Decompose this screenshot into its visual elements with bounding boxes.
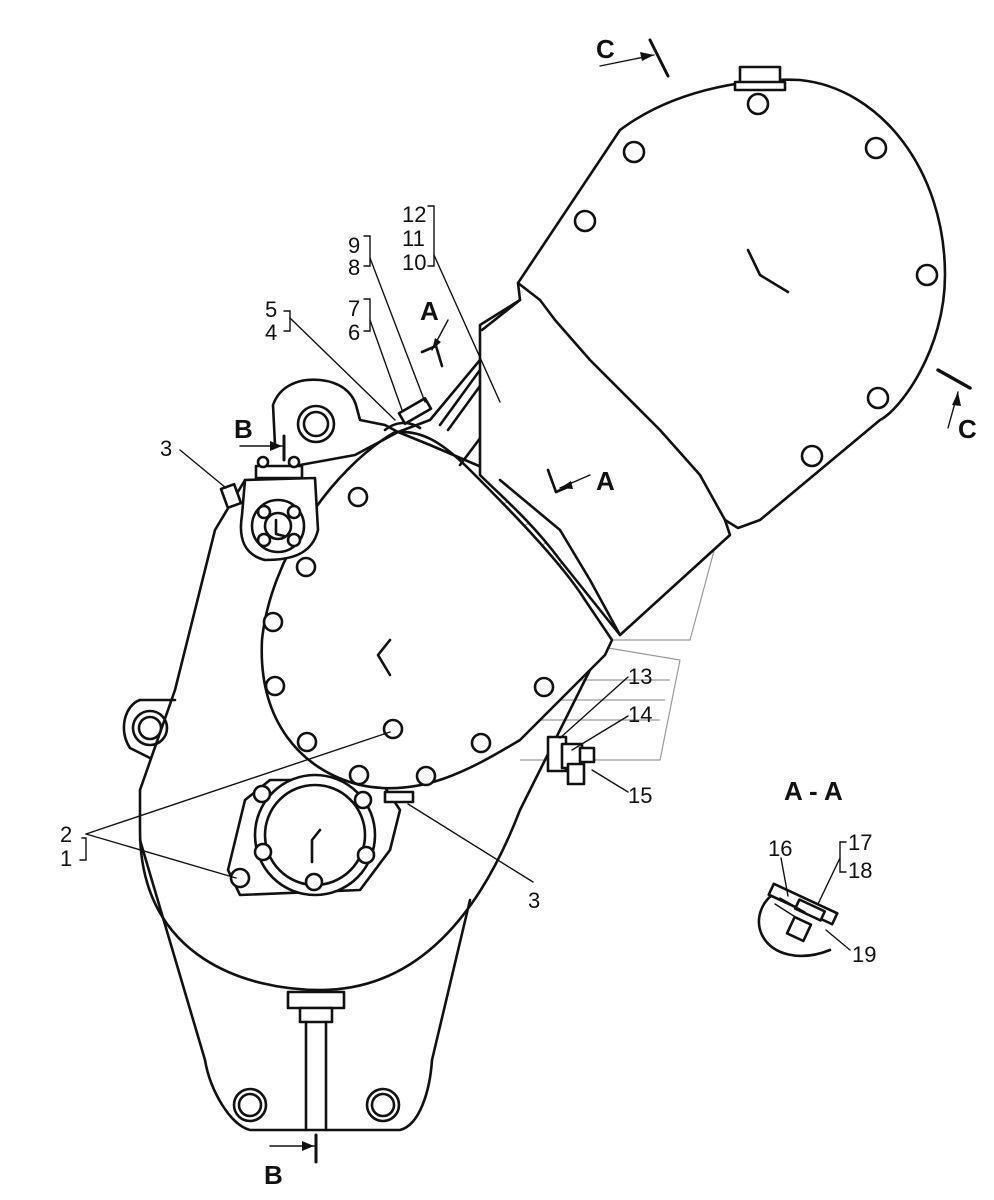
callout-1: 1	[60, 846, 72, 871]
section-c-top: C	[596, 34, 670, 78]
section-c-right: C	[936, 368, 977, 444]
detail-title: A - A	[784, 776, 843, 806]
callout-19: 19	[852, 942, 876, 967]
section-label-b-top: B	[234, 414, 253, 444]
callout-7: 7	[348, 296, 360, 321]
section-label-c-top: C	[596, 34, 615, 64]
callout-10: 10	[402, 250, 426, 275]
callout-13: 13	[628, 664, 652, 689]
middle-round-cover	[260, 430, 614, 804]
section-label-a-right: A	[596, 466, 615, 496]
callout-9: 9	[348, 233, 360, 258]
section-label-a-top: A	[420, 296, 439, 326]
callout-6: 6	[348, 320, 360, 345]
detail-a-a: A - A	[757, 776, 843, 958]
section-a-right: A	[546, 466, 615, 496]
lower-housing	[122, 478, 602, 1132]
callout-12: 12	[402, 202, 426, 227]
callout-3a: 3	[160, 436, 172, 461]
side-fitting	[546, 735, 596, 786]
callout-17: 17	[848, 830, 872, 855]
callout-18: 18	[848, 858, 872, 883]
section-label-c-right: C	[958, 414, 977, 444]
callout-3b: 3	[528, 888, 540, 913]
callout-5: 5	[265, 297, 277, 322]
section-a-top: A	[420, 296, 449, 368]
callout-14: 14	[628, 702, 652, 727]
section-b-bottom: B	[264, 1133, 318, 1190]
callout-numbers: 2 1 3 3 5 4 7 6 9 8 12 11 10 13 14 15 16…	[60, 202, 876, 967]
callout-15: 15	[628, 783, 652, 808]
upper-cover	[478, 65, 947, 637]
lower-flange	[226, 773, 402, 897]
callout-8: 8	[348, 255, 360, 280]
leader-lines	[79, 205, 851, 951]
callout-4: 4	[265, 320, 277, 345]
callout-11: 11	[402, 226, 425, 251]
section-b-top: B	[234, 414, 286, 462]
section-label-b-bottom: B	[264, 1160, 283, 1190]
callout-2: 2	[60, 822, 72, 847]
upper-left-bracket	[219, 378, 400, 562]
callout-16: 16	[768, 836, 792, 861]
